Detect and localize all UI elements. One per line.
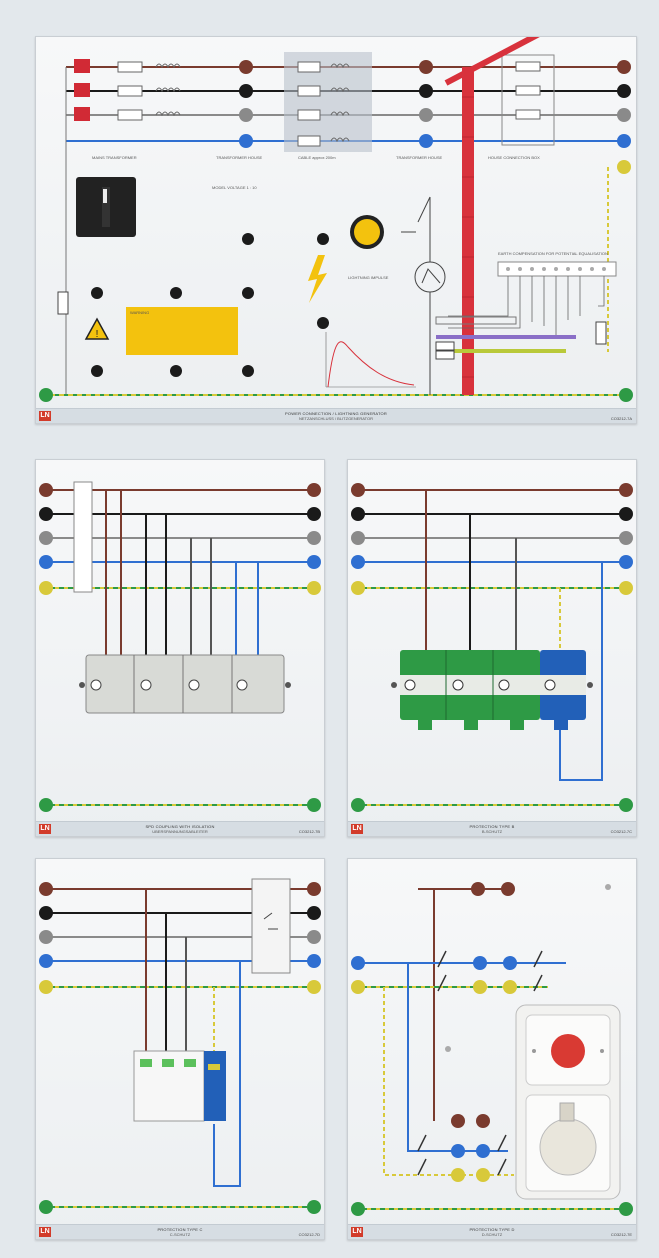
panel-footer: LN POWER CONNECTION / LIGHTNING GENERATO…	[36, 408, 636, 423]
logo: LN	[39, 824, 51, 834]
switch-l2-icon	[74, 83, 90, 97]
lightning-panel-diagram: !	[39, 37, 633, 402]
footer-code: CO3212-7A	[610, 416, 632, 421]
footer-code: CO3212-7D	[298, 1232, 320, 1237]
protection-d-diagram	[351, 882, 633, 1216]
label-cable: CABLE approx 200m	[298, 155, 336, 160]
footer-subtitle: NETZANSCHLUSS / BLITZGENERATOR	[298, 416, 374, 421]
svg-text:!: !	[96, 329, 99, 340]
footer-title: SPD COUPLING WITH ISOLATION	[145, 824, 215, 829]
footer-subtitle: UBERSPANNUNGSABLEITER	[152, 829, 208, 834]
impulse-curve	[327, 341, 415, 388]
warning-label	[126, 307, 238, 355]
lightning-bolt-icon	[308, 255, 327, 303]
label-model-voltage: MODEL VOLTAGE 1 : 10	[212, 185, 257, 190]
label-transformer-house-2: TRANSFORMER HOUSE	[396, 155, 443, 160]
red-indicator-button	[551, 1034, 585, 1068]
panel-protection-type-d: LN PROTECTION TYPE D D-SCHUTZ CO3212-7E	[347, 858, 637, 1240]
footer-title: POWER CONNECTION / LIGHTNING GENERATOR	[285, 411, 387, 416]
protection-c-diagram	[39, 878, 321, 1214]
panel-lightning-generator: ! MAINS TRANSFORMER TRANSFORMER HOUSE CA…	[35, 36, 637, 424]
label-house-connection: HOUSE CONNECTION BOX	[488, 155, 540, 160]
label-earth-compensation: EARTH COMPENSATION FOR POTENTIAL EQUALIS…	[498, 251, 608, 256]
panel-protection-type-c: LN PROTECTION TYPE C C-SCHUTZ CO3212-7D	[35, 858, 325, 1240]
label-warning: WARNING	[130, 310, 150, 315]
cable-box	[284, 52, 372, 152]
footer-title: PROTECTION TYPE B	[469, 824, 515, 829]
logo: LN	[351, 824, 363, 834]
protection-b-diagram	[351, 483, 633, 812]
footer-title: PROTECTION TYPE C	[157, 1227, 203, 1232]
lightning-rod-arm	[444, 37, 540, 86]
footer-subtitle: D-SCHUTZ	[481, 1232, 503, 1237]
spd-module-grey	[85, 654, 285, 714]
footer-subtitle: B-SCHUTZ	[481, 829, 503, 834]
spd-panel-diagram	[39, 481, 321, 812]
switch-l3-icon	[74, 107, 90, 121]
logo: LN	[39, 411, 51, 421]
logo: LN	[39, 1227, 51, 1237]
terminals	[39, 60, 633, 402]
footer-subtitle: C-SCHUTZ	[169, 1232, 191, 1237]
footer-code: CO3212-7E	[610, 1232, 632, 1237]
panel-spd-coupling: LN SPD COUPLING WITH ISOLATION UBERSPANN…	[35, 459, 325, 837]
panel-footer: LN SPD COUPLING WITH ISOLATION UBERSPANN…	[36, 821, 324, 836]
label-main-transformer: MAINS TRANSFORMER	[92, 155, 137, 160]
footer-code: CO3212-7C	[610, 829, 632, 834]
panel-footer: LN PROTECTION TYPE B B-SCHUTZ CO3212-7C	[348, 821, 636, 836]
label-transformer-house: TRANSFORMER HOUSE	[216, 155, 263, 160]
lightning-rod-mast	[462, 67, 474, 395]
warning-triangle-icon	[84, 317, 110, 340]
socket-outlet	[539, 1118, 597, 1176]
footer-title: PROTECTION TYPE D	[469, 1227, 515, 1232]
switch-l1-icon	[74, 59, 90, 73]
panel-footer: LN PROTECTION TYPE C C-SCHUTZ CO3212-7D	[36, 1224, 324, 1239]
panel-protection-type-b: LN PROTECTION TYPE B B-SCHUTZ CO3212-7C	[347, 459, 637, 837]
rcd-switch	[251, 878, 291, 974]
panel-footer: LN PROTECTION TYPE D D-SCHUTZ CO3212-7E	[348, 1224, 636, 1239]
logo: LN	[351, 1227, 363, 1237]
label-lightning-impulse: LIGHTNING IMPULSE	[348, 275, 389, 280]
footer-code: CO3212-7B	[298, 829, 320, 834]
